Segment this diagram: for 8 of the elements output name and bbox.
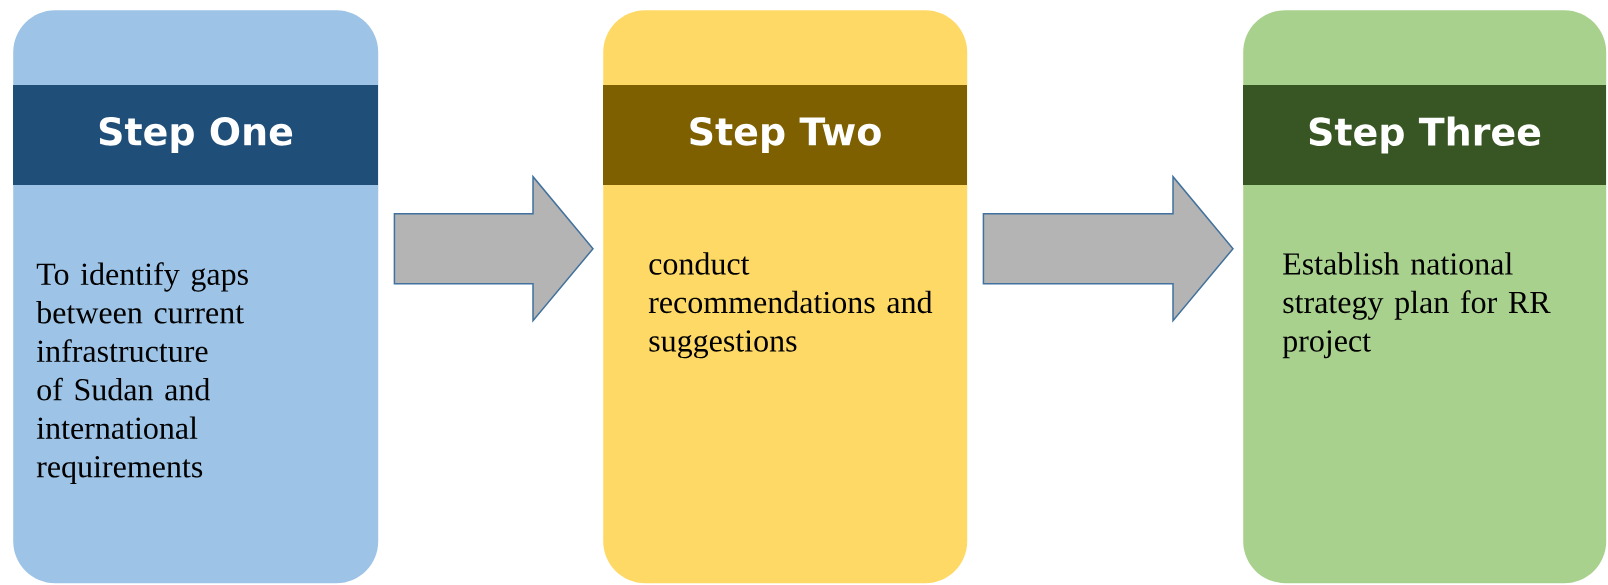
step-description: To identify gaps between current infrastructure of Sudan and international requirements	[36, 262, 248, 485]
block-arrow	[393, 174, 594, 323]
header-band: Step Three	[1243, 85, 1606, 185]
header-band: Step One	[13, 85, 378, 185]
step-description: Establish national strategy plan for RR project	[1282, 252, 1551, 359]
header-band: Step Two	[603, 85, 967, 185]
block-arrow	[982, 174, 1234, 323]
step-description: conduct recommendations and suggestions	[648, 252, 933, 359]
